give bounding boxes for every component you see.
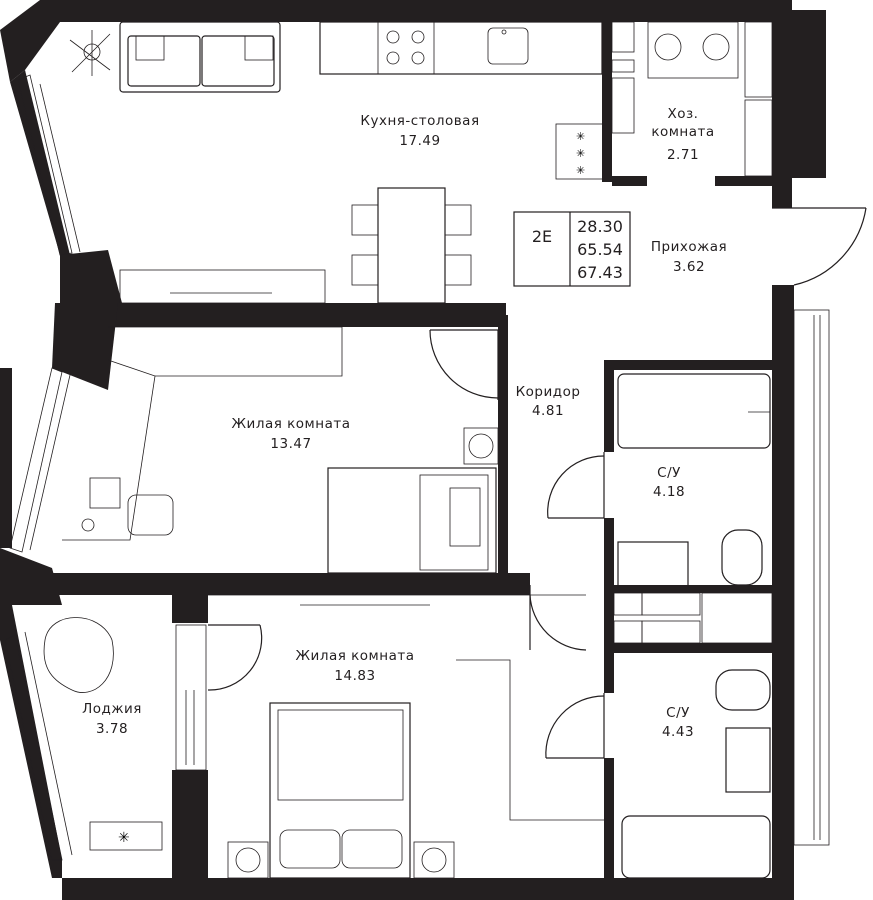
room-area-bath2: 4.43 bbox=[662, 724, 694, 740]
room-area-living2: 14.83 bbox=[334, 668, 375, 684]
svg-text:✳: ✳ bbox=[118, 830, 130, 846]
room-name-kitchen: Кухня-столовая bbox=[360, 113, 479, 129]
apartment-type-code: 2E bbox=[532, 227, 552, 246]
svg-text:✳: ✳ bbox=[576, 164, 585, 177]
furniture: ✳ ✳ ✳ bbox=[43, 21, 773, 879]
room-labels: Кухня-столовая 17.49 Хоз. комната 2.71 П… bbox=[82, 106, 727, 740]
svg-text:✳: ✳ bbox=[576, 130, 585, 143]
room-name-utility-line2: комната bbox=[651, 124, 714, 140]
apartment-legend: 2E 28.30 65.54 67.43 bbox=[513, 211, 631, 287]
legend-area-total: 65.54 bbox=[577, 240, 623, 259]
room-area-hallway: 3.62 bbox=[673, 259, 705, 275]
room-name-bath1: С/У bbox=[657, 465, 681, 481]
doors bbox=[207, 207, 867, 759]
room-area-loggia: 3.78 bbox=[96, 721, 128, 737]
room-name-loggia: Лоджия bbox=[82, 701, 142, 717]
room-name-living1: Жилая комната bbox=[232, 416, 351, 432]
svg-text:✳: ✳ bbox=[576, 147, 585, 160]
room-name-corridor: Коридор bbox=[516, 384, 581, 400]
room-area-kitchen: 17.49 bbox=[399, 133, 440, 149]
room-name-living2: Жилая комната bbox=[296, 648, 415, 664]
windows bbox=[4, 21, 830, 861]
room-area-corridor: 4.81 bbox=[532, 403, 564, 419]
legend-area-living: 28.30 bbox=[577, 217, 623, 236]
room-name-utility-line1: Хоз. bbox=[668, 106, 699, 122]
legend-area-gross: 67.43 bbox=[577, 263, 623, 282]
walls bbox=[0, 0, 826, 900]
room-name-hallway: Прихожая bbox=[651, 239, 727, 255]
room-area-living1: 13.47 bbox=[270, 436, 311, 452]
room-name-bath2: С/У bbox=[666, 705, 690, 721]
room-area-utility: 2.71 bbox=[667, 147, 699, 163]
room-area-bath1: 4.18 bbox=[653, 484, 685, 500]
